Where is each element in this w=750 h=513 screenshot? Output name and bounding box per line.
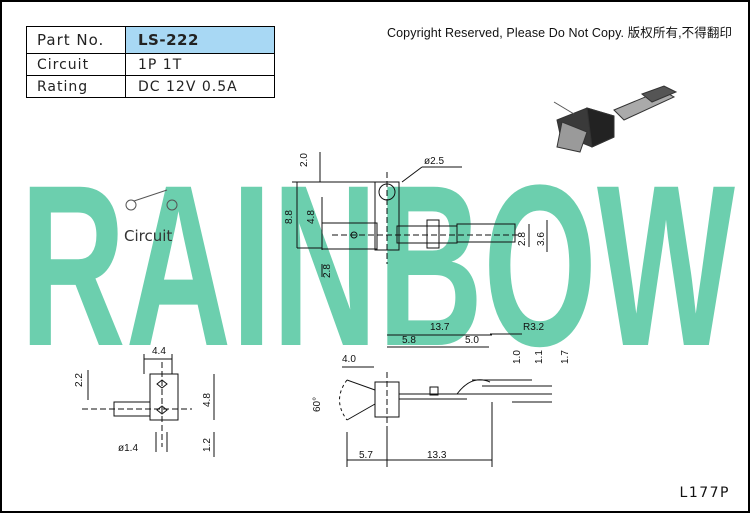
copyright-notice: Copyright Reserved, Please Do Not Copy. … [387,26,733,40]
dim-top-3-6: 3.6 [536,232,547,246]
dim-top-dia-2-5: ø2.5 [424,156,444,167]
circuit-symbol-label: Circuit [124,227,173,245]
dim-front-13-7: 13.7 [430,322,450,333]
dim-side-4-4: 4.4 [152,346,166,357]
rating-value: DC 12V 0.5A [125,75,275,98]
dim-front-5-7: 5.7 [359,450,373,461]
dim-front-5-0: 5.0 [465,335,479,346]
dim-front-1-7: 1.7 [560,350,571,364]
dim-front-1-1: 1.1 [534,350,545,364]
dim-front-4-0: 4.0 [342,354,356,365]
dim-side-2-2: 2.2 [74,373,85,387]
dim-side-dia-1-4: ø1.4 [118,443,138,454]
top-view [292,152,548,277]
dim-top-2-8-bottom: 2.8 [322,264,333,278]
spec-table: Part No. LS-222 Circuit 1P 1T Rating DC … [26,26,275,98]
drawing-code: L177P [679,485,730,501]
part-no-value: LS-222 [125,26,275,54]
dim-front-r3-2: R3.2 [523,322,545,333]
dim-top-2-0: 2.0 [299,153,310,167]
dim-top-4-8: 4.8 [306,210,317,224]
dim-front-1-0: 1.0 [512,350,523,364]
dim-front-13-3: 13.3 [427,450,447,461]
dim-front-5-8: 5.8 [402,335,416,346]
front-view [339,333,552,467]
dim-side-1-2: 1.2 [202,438,213,452]
side-view [82,354,215,457]
dim-top-8-8: 8.8 [284,210,295,224]
rating-label: Rating [26,75,126,98]
circuit-symbol [125,189,178,211]
circuit-value: 1P 1T [125,53,275,76]
circuit-label: Circuit [26,53,126,76]
part-no-label: Part No. [26,26,126,54]
dim-side-4-8: 4.8 [202,393,213,407]
dim-front-angle-60: 60° [312,397,323,412]
dim-top-2-8: 2.8 [517,232,528,246]
product-3d-thumbnail [553,85,678,153]
